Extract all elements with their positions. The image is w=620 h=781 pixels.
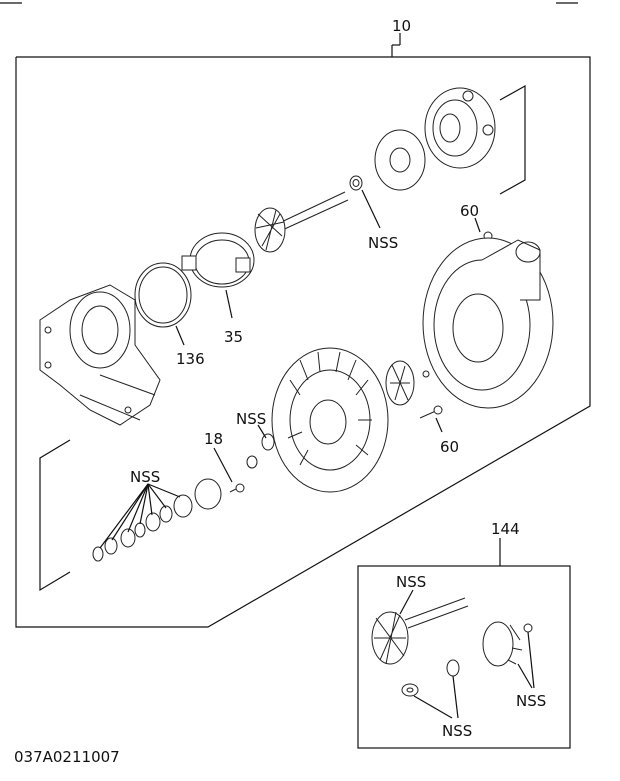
bearing-housing [271,347,389,493]
callout-nss-bearings: NSS [130,468,160,486]
callout-nss-washer: NSS [236,410,266,428]
nss-bearing-leaders [99,483,181,549]
v-band-clamp [181,232,255,288]
callout-10: 10 [392,17,411,35]
callout-60-bottom: 60 [440,438,459,456]
bolt-60-bottom [419,405,443,419]
callout-35: 35 [224,328,243,346]
turbine-housing [39,284,161,426]
callout-nss-shaft: NSS [368,234,398,252]
bracket-compressor [499,84,526,195]
assembly-frame [15,56,591,628]
callout-144: 144 [491,520,520,538]
bearing-stack [92,478,222,562]
callout-18: 18 [204,430,223,448]
compressor-cover [424,87,496,169]
callout-kit-nss-washers: NSS [442,722,472,740]
compressor-housing [422,237,554,409]
o-ring [134,262,192,328]
bracket-bearings [39,439,71,592]
kit-turbine-wheel [371,597,469,665]
callout-kit-nss-wheel: NSS [396,573,426,591]
kit-144-box [357,565,571,749]
callout-60-top: 60 [460,202,479,220]
turbine-shaft-wheel [254,191,349,253]
bolt-18 [229,483,245,493]
compressor-wheel [385,360,430,406]
thrust-collar [246,455,258,469]
callout-kit-nss-impeller: NSS [516,692,546,710]
washer [261,433,275,451]
kit-washers [401,659,460,697]
diagram-id: 037A0211007 [14,748,120,766]
callout-136: 136 [176,350,205,368]
seal-ring [349,175,363,191]
kit-impeller [482,621,533,667]
backplate-disk [374,129,426,191]
